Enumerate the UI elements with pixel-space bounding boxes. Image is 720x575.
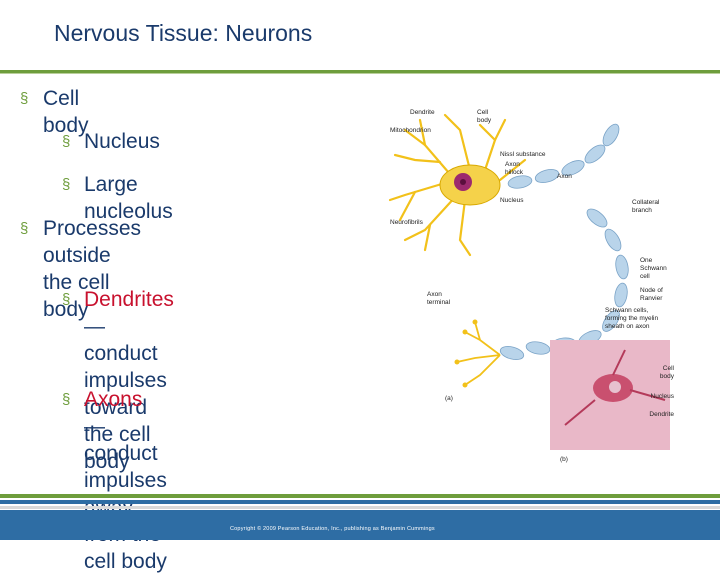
term-dendrites: Dendrites	[84, 288, 174, 311]
label-axon-terminal-2: terminal	[427, 299, 451, 306]
dendrite-branches	[388, 113, 527, 257]
neuron-diagram: Dendrite Cell body Mitochondrion Nissl s…	[388, 109, 675, 463]
label-axon-hillock-2: hillock	[505, 169, 524, 176]
label-cell-body-2: body	[477, 117, 492, 124]
bullet-nucleus: Nucleus	[84, 130, 160, 153]
bullet-processes-line1: Processes outside the cell	[43, 217, 142, 294]
bullet-marker: §	[62, 391, 71, 408]
title-divider-thin	[0, 73, 720, 74]
label-schwann-1: One	[640, 257, 653, 264]
label-nissl: Nissl substance	[500, 151, 546, 158]
label-micro-cell-body-2: body	[660, 373, 675, 380]
nucleolus-shape	[460, 179, 466, 185]
bullet-marker: §	[20, 220, 29, 237]
bullet-dendrites: Dendrites —conduct impulses toward the c…	[84, 286, 174, 475]
bullet-marker: §	[62, 291, 71, 308]
footer-stripe-blue	[0, 500, 720, 504]
label-collateral: Collateral	[632, 199, 660, 206]
bullet-marker: §	[20, 90, 29, 107]
label-panel-a: (a)	[445, 395, 453, 402]
label-myelin-3: sheath on axon	[605, 323, 650, 330]
bullet-marker: §	[62, 133, 71, 150]
title-divider	[0, 70, 720, 73]
label-panel-b: (b)	[560, 456, 568, 463]
label-schwann-2: Schwann	[640, 265, 667, 272]
bullet-cell-body: Cell body	[43, 87, 89, 137]
footer-stripe-green	[0, 494, 720, 498]
bullet-dendrites-line2: impulses toward the cell	[84, 369, 167, 446]
label-ranvier-1: Node of	[640, 287, 663, 294]
bullet-dendrites-line3: body	[84, 450, 130, 473]
copyright-text: Copyright © 2009 Pearson Education, Inc.…	[230, 526, 435, 532]
bullet-processes: Processes outside the cell body	[43, 215, 141, 323]
label-micro-cell-body: Cell	[663, 365, 675, 372]
label-myelin-2: forming the myelin	[605, 315, 658, 322]
label-neurofibrils: Neurofibrils	[390, 219, 424, 226]
axon-terminal-knobs	[454, 319, 478, 388]
label-axon-terminal-1: Axon	[427, 291, 442, 298]
label-schwann-3: cell	[640, 273, 650, 280]
bullet-axons-line1: —conduct	[84, 415, 158, 465]
footer-band	[0, 510, 720, 540]
bullet-marker: §	[62, 176, 71, 193]
footer-stripe-gray	[0, 506, 720, 509]
label-micro-nucleus: Nucleus	[651, 393, 675, 400]
micrograph-nucleus	[609, 381, 621, 393]
label-collateral-2: branch	[632, 207, 652, 214]
micrograph-dendrite	[564, 349, 666, 426]
bullet-large-nucleolus: Large nucleolus	[84, 173, 173, 223]
bullet-dendrites-line1: —conduct	[84, 315, 158, 365]
label-mitochondrion: Mitochondrion	[390, 127, 431, 134]
slide-title: Nervous Tissue: Neurons	[54, 20, 313, 46]
axon-terminals	[456, 321, 501, 386]
label-axon-hillock: Axon	[505, 161, 520, 168]
label-nucleus: Nucleus	[500, 197, 524, 204]
bullet-axons: Axons —conduct impulses away from the ce…	[84, 386, 167, 575]
label-cell-body: Cell	[477, 109, 489, 116]
label-micro-dendrite: Dendrite	[649, 411, 674, 418]
bullet-processes-line2: body	[43, 298, 89, 321]
term-axons: Axons	[84, 388, 143, 411]
label-dendrite: Dendrite	[410, 109, 435, 116]
label-axon: Axon	[557, 173, 572, 180]
bullet-axons-line3: cell body	[84, 550, 167, 573]
label-myelin-1: Schwann cells,	[605, 307, 649, 314]
label-ranvier-2: Ranvier	[640, 295, 663, 302]
